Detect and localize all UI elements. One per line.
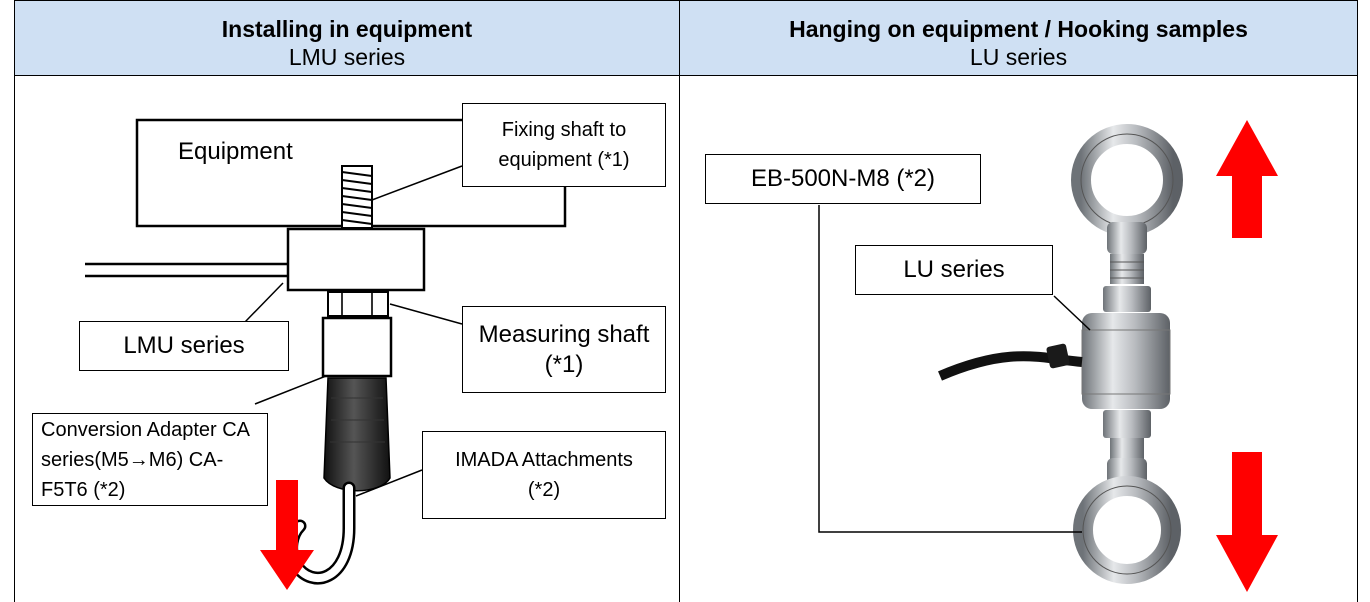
table-border-left xyxy=(14,76,15,602)
lu-assembly-drawing xyxy=(938,124,1183,584)
left-header-title: Installing in equipment xyxy=(221,16,473,42)
attachment-body-drawing xyxy=(323,377,391,492)
label-lu-series: LU series xyxy=(855,245,1053,295)
label-eyebolt-text: EB-500N-M8 (*2) xyxy=(750,165,936,192)
label-lmu-series: LMU series xyxy=(79,321,289,371)
label-equipment: Equipment xyxy=(178,138,293,165)
label-measuring-shaft: Measuring shaft (*1) xyxy=(462,306,666,393)
right-pull-arrow-down xyxy=(1216,452,1278,592)
label-imada-attachments-text: IMADA Attachments (*2) xyxy=(455,449,633,501)
fixing-shaft-drawing xyxy=(341,165,373,229)
label-imada-attachments: IMADA Attachments (*2) xyxy=(422,431,666,519)
label-measuring-shaft-text: Measuring shaft (*1) xyxy=(478,320,650,378)
label-fixing-shaft-text: Fixing shaft to equipment (*1) xyxy=(498,119,630,171)
right-header: Hanging on equipment / Hooking samples L… xyxy=(679,0,1358,76)
label-lmu-series-text: LMU series xyxy=(123,332,245,359)
table-border-right xyxy=(1357,76,1358,602)
label-conversion-adapter: Conversion Adapter CA series(M5→M6) CA-F… xyxy=(32,413,268,506)
left-header: Installing in equipment LMU series xyxy=(14,0,680,76)
lmu-body-drawing xyxy=(286,227,426,292)
table-divider xyxy=(679,76,680,602)
label-eyebolt: EB-500N-M8 (*2) xyxy=(705,154,981,204)
label-conversion-adapter-text: Conversion Adapter CA series(M5→M6) CA-F… xyxy=(41,418,249,501)
label-lu-series-text: LU series xyxy=(903,256,1005,283)
conversion-adapter-drawing xyxy=(321,316,393,378)
left-leader-lines xyxy=(244,165,463,497)
right-leader-lines xyxy=(818,205,1091,533)
right-pull-arrow-up xyxy=(1216,120,1278,238)
lmu-cable xyxy=(85,262,290,278)
measuring-shaft-drawing xyxy=(327,291,389,317)
right-header-subtitle: LU series xyxy=(969,44,1068,70)
label-fixing-shaft: Fixing shaft to equipment (*1) xyxy=(462,103,666,187)
left-header-subtitle: LMU series xyxy=(288,44,406,70)
left-pull-arrow xyxy=(260,480,314,590)
right-header-title: Hanging on equipment / Hooking samples xyxy=(789,16,1248,42)
